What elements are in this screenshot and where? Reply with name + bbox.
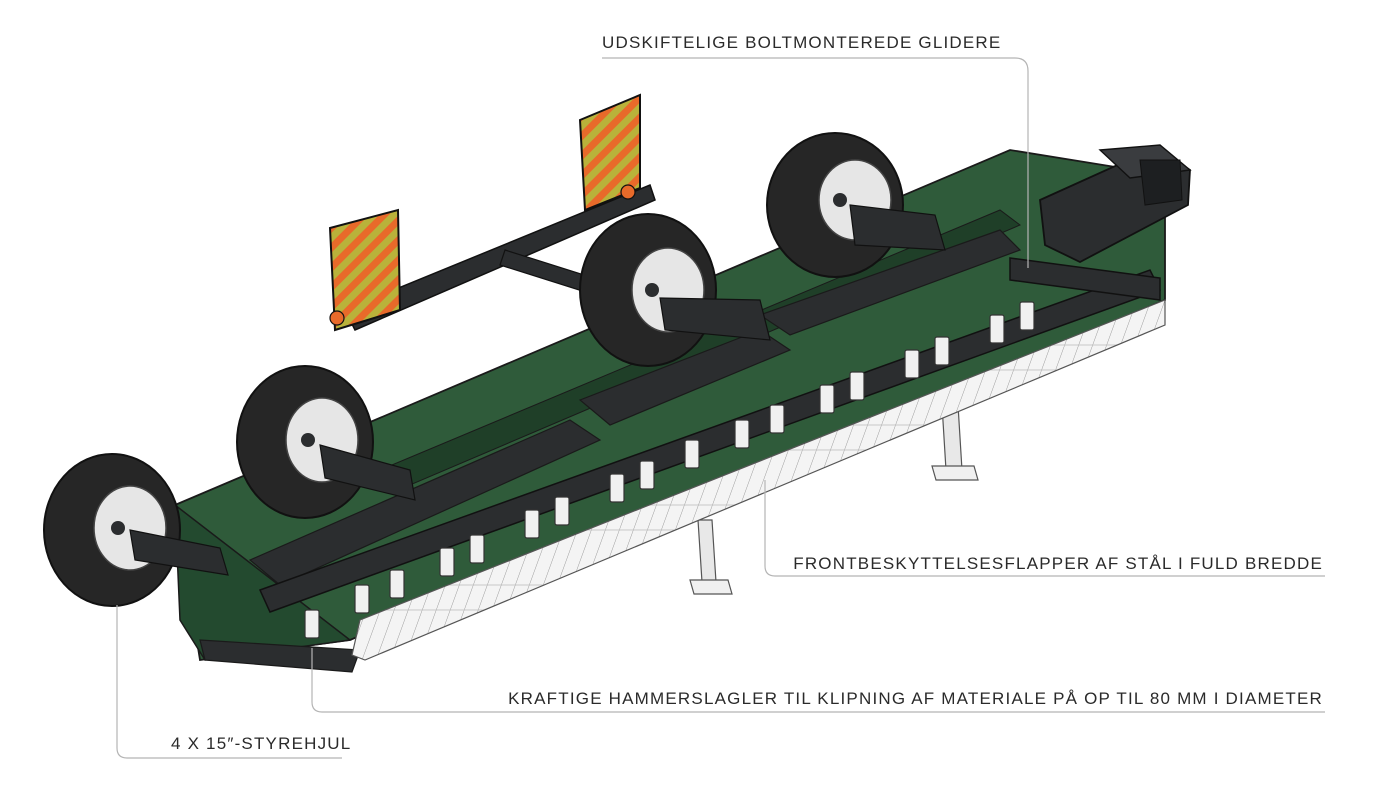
wheel-4	[766, 132, 904, 278]
rear-stands	[689, 404, 979, 595]
wheel-2	[236, 365, 374, 519]
lighting-frame	[328, 93, 656, 332]
leader-hammers	[311, 648, 1325, 713]
wheel-3	[579, 213, 717, 367]
wheel-arms	[129, 204, 946, 576]
callout-flaps: FRONTBESKYTTELSESFLAPPER AF STÅL I FULD …	[793, 554, 1323, 573]
leader-lines	[116, 57, 1325, 759]
hammer-flails	[304, 301, 1035, 639]
wheel-1	[43, 453, 181, 607]
leader-skids	[602, 57, 1029, 268]
callout-skids: UDSKIFTELIGE BOLTMONTEREDE GLIDERE	[602, 33, 1002, 52]
callout-wheels: 4 X 15″-STYREHJUL	[171, 734, 352, 753]
gearbox	[1009, 144, 1192, 301]
callout-hammers: KRAFTIGE HAMMERSLAGLER TIL KLIPNING AF M…	[508, 689, 1323, 708]
leader-flaps	[764, 480, 1325, 577]
leader-wheels	[116, 605, 342, 759]
